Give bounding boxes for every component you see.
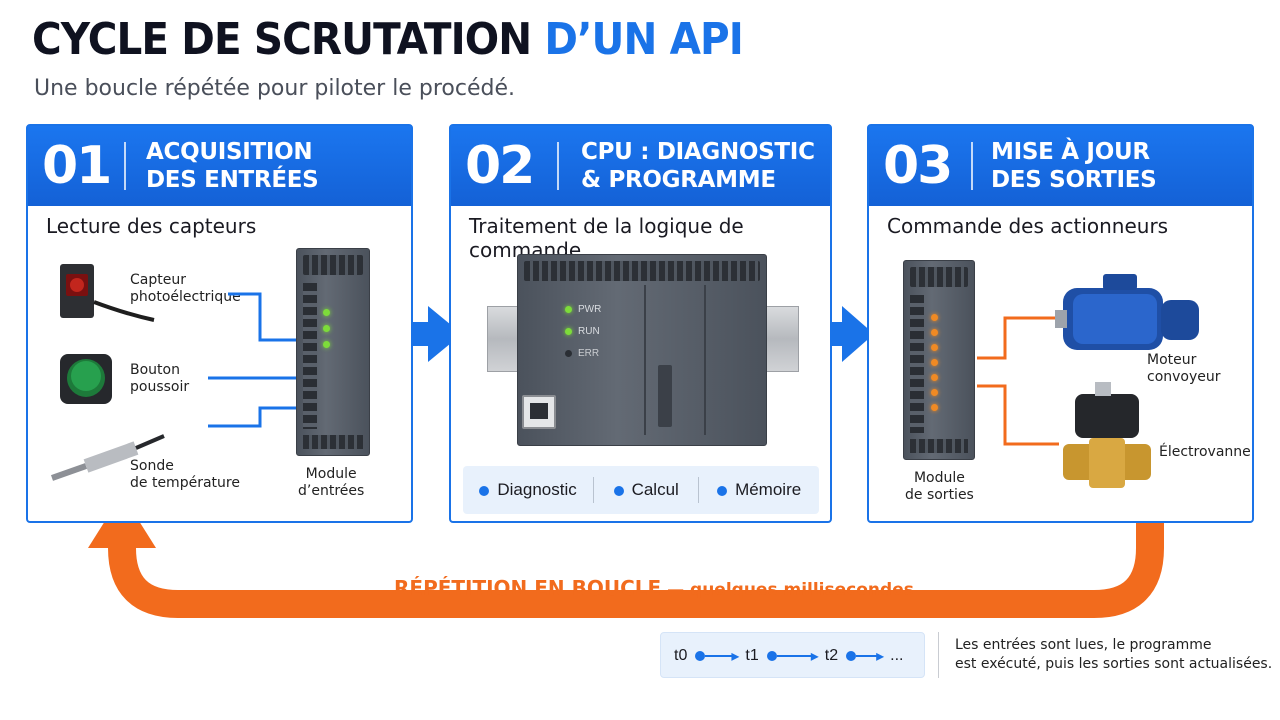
header-divider	[124, 142, 126, 190]
solenoid-valve-icon	[1063, 382, 1151, 488]
cpu-module	[517, 254, 767, 446]
timeline-ellipsis: ...	[890, 647, 904, 664]
temperature-probe-icon	[51, 434, 165, 481]
timeline-t1: t1	[745, 647, 759, 664]
step-subtitle: Commande des actionneurs	[887, 214, 1169, 238]
step-header: 03 MISE À JOUR DES SORTIES	[869, 126, 1252, 206]
page-subtitle: Une boucle répétée pour piloter le procé…	[34, 76, 515, 101]
step-header: 02 CPU : DIAGNOSTIC & PROGRAMME	[451, 126, 830, 206]
step-number: 03	[883, 136, 953, 196]
step-subtitle: Lecture des capteurs	[46, 214, 257, 238]
timeline-t2: t2	[824, 647, 839, 664]
input-led	[323, 309, 330, 316]
step-number: 02	[465, 136, 535, 196]
footer-note: Les entrées sont lues, le programme est …	[955, 637, 1273, 672]
output-wiring	[977, 316, 1059, 446]
input-wiring	[208, 292, 298, 428]
cpu-led-pwr: PWR	[565, 298, 601, 320]
input-module-label: Module d’entrées	[298, 466, 365, 499]
push-button-icon	[60, 354, 112, 404]
cpu-task-bar: Diagnostic Calcul Mémoire	[463, 466, 819, 514]
header-divider	[971, 142, 973, 190]
ethernet-port-icon	[522, 395, 556, 429]
input-module	[296, 248, 370, 456]
step-number: 01	[42, 136, 112, 196]
output-module-label: Module de sorties	[905, 470, 974, 503]
step-card-acquisition: 01 ACQUISITION DES ENTRÉES Lecture des c…	[26, 124, 413, 523]
sensor-label-button: Bouton poussoir	[130, 362, 190, 395]
valve-label: Électrovanne	[1159, 444, 1251, 460]
sensor-label-temperature: Sonde de température	[130, 458, 240, 491]
output-led-column	[931, 314, 939, 419]
title-main: CYCLE DE SCRUTATION	[32, 14, 532, 65]
cpu-led-err: ERR	[565, 342, 601, 364]
page-title: CYCLE DE SCRUTATION D’UN API	[32, 14, 744, 65]
timeline: t0 ▸ t1 ▸ t2 ▸ ...	[674, 646, 903, 666]
motor-label: Moteur convoyeur	[1147, 352, 1221, 385]
step-title: ACQUISITION DES ENTRÉES	[146, 139, 319, 193]
input-led	[323, 325, 330, 332]
footer-divider	[938, 632, 939, 678]
output-module	[903, 260, 975, 460]
loop-label: RÉPÉTITION EN BOUCLE — quelques millisec…	[394, 576, 914, 600]
cpu-led-run: RUN	[565, 320, 601, 342]
step-card-outputs: 03 MISE À JOUR DES SORTIES Commande des …	[867, 124, 1254, 523]
sensor-label-photoelectric: Capteur photoélectrique	[130, 272, 241, 305]
input-led	[323, 341, 330, 348]
timeline-arrow: ▸	[766, 646, 819, 666]
step-card-cpu: 02 CPU : DIAGNOSTIC & PROGRAMME Traiteme…	[449, 124, 832, 523]
task-memoire: Mémoire	[699, 480, 819, 500]
cpu-led-list: PWR RUN ERR	[565, 298, 601, 364]
timeline-arrow: ▸	[695, 646, 739, 666]
task-calcul: Calcul	[594, 480, 698, 500]
step-header: 01 ACQUISITION DES ENTRÉES	[28, 126, 411, 206]
title-accent: D’UN API	[544, 14, 743, 65]
task-diagnostic: Diagnostic	[463, 480, 593, 500]
timeline-arrow: ▸	[846, 646, 884, 666]
photoelectric-sensor-icon	[60, 264, 155, 322]
step-title: CPU : DIAGNOSTIC & PROGRAMME	[581, 139, 815, 193]
header-divider	[557, 142, 559, 190]
timeline-t0: t0	[674, 647, 688, 664]
motor-icon	[1055, 274, 1199, 350]
step-title: MISE À JOUR DES SORTIES	[991, 139, 1157, 193]
